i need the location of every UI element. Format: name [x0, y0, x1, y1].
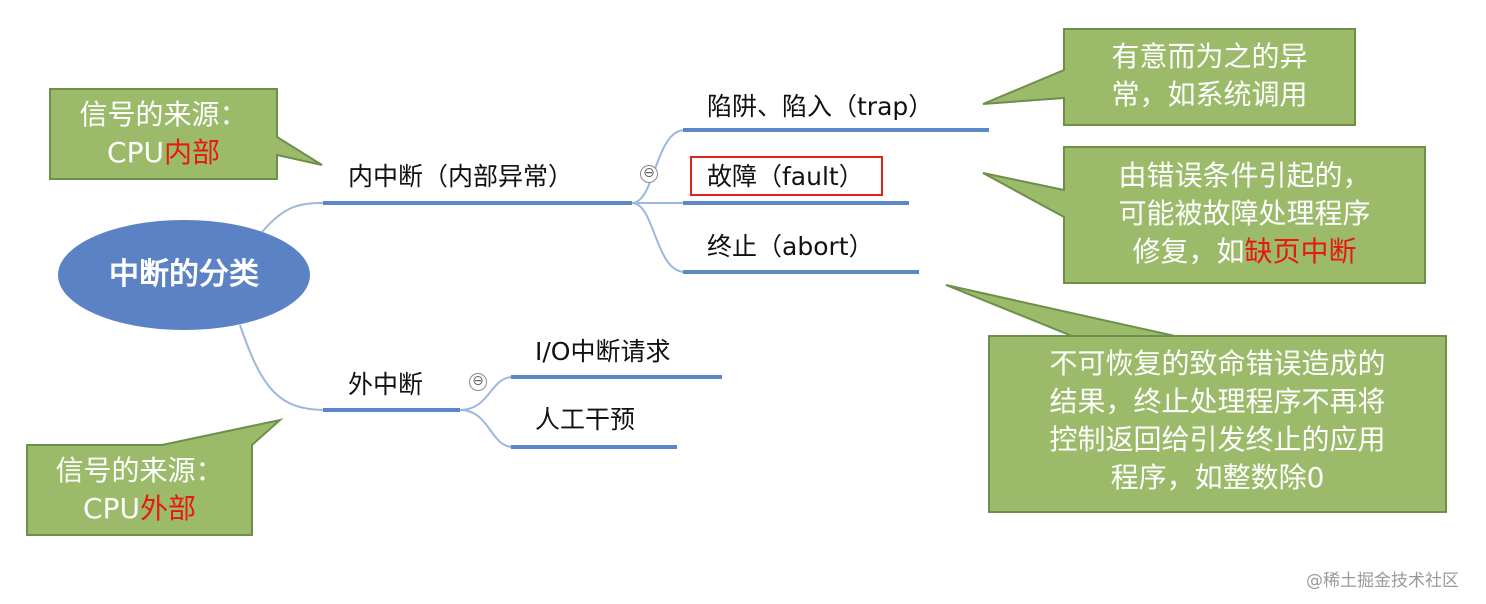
- fault-note-highlight: 缺页中断: [1244, 235, 1357, 268]
- root-label: 中断的分类: [109, 257, 259, 292]
- abort-note: 不可恢复的致命错误造成的 结果，终止处理程序不再将 控制返回给引发终止的应用 程…: [989, 345, 1446, 497]
- trap-note: 有意而为之的异 常，如系统调用: [1064, 38, 1355, 114]
- internal-source-note: 信号的来源： CPU内部: [50, 96, 277, 172]
- internal-collapse-icon[interactable]: ⊖: [640, 165, 658, 183]
- external-source-line2: CPU外部: [27, 490, 252, 528]
- connector-root-internal: [261, 202, 326, 233]
- trap-note-callout-shape: [982, 28, 1356, 126]
- external-source-callout-shape: [26, 418, 284, 536]
- internal-source-callout-shape: [49, 88, 323, 180]
- connector-external-manual: [459, 409, 514, 448]
- fault-note-prefix: 修复，如: [1132, 235, 1245, 268]
- external-source-highlight: 外部: [139, 492, 196, 525]
- trap-note-line1: 有意而为之的异: [1111, 40, 1308, 73]
- abort-note-callout-shape: [945, 284, 1447, 513]
- io-request-label[interactable]: I/O中断请求: [535, 337, 671, 366]
- manual-intervention-label[interactable]: 人工干预: [535, 405, 636, 434]
- watermark: @稀土掘金技术社区: [1306, 571, 1459, 591]
- external-source-note: 信号的来源： CPU外部: [27, 452, 252, 528]
- external-source-prefix: CPU: [83, 492, 140, 525]
- fault-highlight-box: [690, 156, 883, 196]
- connector-internal-abort: [631, 202, 686, 273]
- connector-internal-trap: [631, 129, 686, 204]
- internal-source-line2: CPU内部: [50, 134, 277, 172]
- fault-note-line3: 修复，如缺页中断: [1064, 233, 1425, 271]
- abort-note-line1: 不可恢复的致命错误造成的: [1049, 347, 1386, 380]
- abort-label[interactable]: 终止（abort）: [707, 232, 874, 261]
- fault-note: 由错误条件引起的， 可能被故障处理程序 修复，如缺页中断: [1064, 157, 1425, 271]
- fault-note-callout-shape: [982, 146, 1426, 284]
- external-source-line1: 信号的来源：: [55, 454, 224, 487]
- connector-external-io: [459, 376, 514, 411]
- root-node-shape: [58, 220, 310, 330]
- external-collapse-icon[interactable]: ⊖: [469, 373, 487, 391]
- fault-note-line2: 可能被故障处理程序: [1118, 197, 1371, 230]
- internal-source-prefix: CPU: [107, 136, 164, 169]
- abort-note-line4: 程序，如整数除0: [1110, 461, 1325, 494]
- abort-note-line2: 结果，终止处理程序不再将: [1049, 385, 1386, 418]
- trap-label[interactable]: 陷阱、陷入（trap）: [707, 92, 934, 121]
- internal-source-line1: 信号的来源：: [79, 98, 248, 131]
- trap-note-line2: 常，如系统调用: [1111, 78, 1308, 111]
- abort-note-line3: 控制返回给引发终止的应用: [1049, 423, 1386, 456]
- internal-source-highlight: 内部: [163, 136, 220, 169]
- external-interrupt-label[interactable]: 外中断: [348, 370, 424, 399]
- internal-interrupt-label[interactable]: 内中断（内部异常）: [348, 162, 574, 191]
- fault-note-line1: 由错误条件引起的，: [1118, 159, 1371, 192]
- connector-root-external: [239, 324, 326, 411]
- fault-label[interactable]: 故障（fault）: [707, 162, 864, 191]
